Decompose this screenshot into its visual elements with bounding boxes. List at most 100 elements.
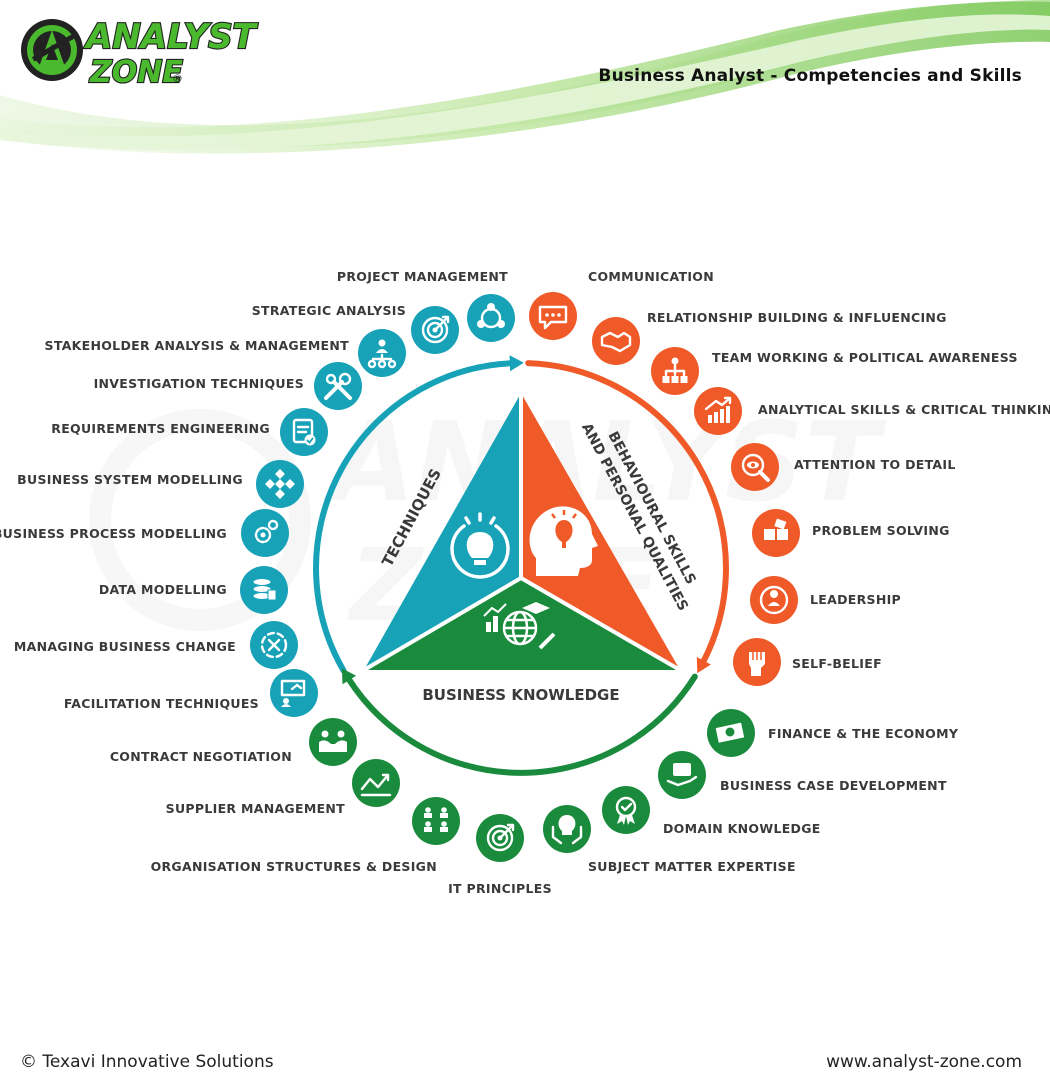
skill-label: SUPPLIER MANAGEMENT [166, 801, 345, 816]
skill-node: ATTENTION TO DETAIL [731, 443, 956, 491]
skill-node: FACILITATION TECHNIQUES [64, 669, 318, 717]
leader-circle [750, 576, 798, 624]
copyright-text: © Texavi Innovative Solutions [20, 1052, 274, 1072]
skill-node: REQUIREMENTS ENGINEERING [51, 408, 328, 456]
skill-node: CONTRACT NEGOTIATION [110, 718, 357, 766]
skill-label: MANAGING BUSINESS CHANGE [14, 639, 236, 654]
skill-node: PROJECT MANAGEMENT [337, 269, 515, 342]
skill-label: RELATIONSHIP BUILDING & INFLUENCING [647, 310, 947, 325]
briefcase-hand-icon [666, 763, 698, 787]
skill-label: CONTRACT NEGOTIATION [110, 749, 292, 764]
handshake-icon [600, 331, 632, 353]
skill-node: BUSINESS PROCESS MODELLING [0, 509, 289, 557]
database-icon [252, 578, 277, 601]
skill-node: FINANCE & THE ECONOMY [707, 709, 959, 757]
svg-text:ZONE: ZONE [89, 55, 183, 90]
svg-text:ANALYST: ANALYST [83, 17, 259, 57]
org-chart-icon [662, 357, 688, 383]
checklist-icon [292, 418, 316, 446]
skill-label: FINANCE & THE ECONOMY [768, 726, 959, 741]
business-knowledge-arc [344, 673, 698, 776]
money-icon [715, 722, 745, 743]
skill-label: PROBLEM SOLVING [812, 523, 950, 538]
skill-node: ORGANISATION STRUCTURES & DESIGN [151, 797, 460, 874]
growth-chart-icon [704, 396, 732, 423]
header-swoosh [0, 0, 1050, 154]
skill-node: DATA MODELLING [99, 566, 288, 614]
lightbulb-hands-icon [551, 815, 583, 845]
skill-node: ANALYTICAL SKILLS & CRITICAL THINKING [694, 387, 1050, 435]
team-structure-icon [424, 807, 448, 832]
supply-chain-icon [360, 773, 392, 797]
business-knowledge-arrow [341, 668, 357, 685]
skill-node: MANAGING BUSINESS CHANGE [14, 621, 298, 669]
triangle-divider [362, 576, 523, 672]
team-structure-circle [412, 797, 460, 845]
target-icon [421, 315, 450, 344]
project-cycle-circle [467, 294, 515, 342]
stakeholder-icon [367, 339, 397, 369]
skill-node: IT PRINCIPLES [448, 814, 552, 896]
outer-ring [313, 355, 729, 776]
head-idea-icon [529, 506, 598, 576]
skill-node: RELATIONSHIP BUILDING & INFLUENCING [592, 310, 947, 365]
business-knowledge-label: BUSINESS KNOWLEDGE [422, 686, 619, 704]
magnifier-eye-icon [741, 453, 770, 482]
skill-label: DATA MODELLING [99, 582, 227, 597]
website-link[interactable]: www.analyst-zone.com [826, 1052, 1022, 1072]
behavioural-arc [525, 360, 729, 668]
triangle-divider [519, 576, 682, 672]
skill-label: BUSINESS CASE DEVELOPMENT [720, 778, 947, 793]
gears-icon [254, 519, 279, 544]
analyst-zone-logo: ANALYST ZONE ® [21, 16, 260, 91]
puzzle-icon [764, 518, 788, 540]
presentation-icon [280, 679, 306, 707]
speech-bubble-icon [538, 305, 568, 330]
skill-label: COMMUNICATION [588, 269, 714, 284]
award-badge-icon [615, 796, 637, 825]
skill-node: TEAM WORKING & POLITICAL AWARENESS [651, 347, 1018, 395]
skill-label: STAKEHOLDER ANALYSIS & MANAGEMENT [45, 338, 350, 353]
skill-label: IT PRINCIPLES [448, 881, 552, 896]
skill-label: ATTENTION TO DETAIL [794, 457, 956, 472]
skill-label: FACILITATION TECHNIQUES [64, 696, 259, 711]
skill-node: SUPPLIER MANAGEMENT [166, 759, 400, 816]
skill-label: PROJECT MANAGEMENT [337, 269, 508, 284]
presentation-circle [270, 669, 318, 717]
skill-nodes: COMMUNICATION RELATIONSHIP BUILDING & INF… [0, 269, 1050, 896]
skill-label: ORGANISATION STRUCTURES & DESIGN [151, 859, 437, 874]
supply-chain-circle [352, 759, 400, 807]
skill-label: INVESTIGATION TECHNIQUES [94, 376, 304, 391]
skill-node: STAKEHOLDER ANALYSIS & MANAGEMENT [45, 329, 406, 377]
page-title: Business Analyst - Competencies and Skil… [598, 66, 1022, 86]
behavioural-arrow [696, 657, 711, 674]
skill-label: LEADERSHIP [810, 592, 901, 607]
skill-node: BUSINESS SYSTEM MODELLING [17, 460, 304, 508]
lightbulb-circle-icon [450, 512, 510, 579]
skill-label: BUSINESS PROCESS MODELLING [0, 526, 227, 541]
negotiation-icon [319, 730, 347, 752]
skill-label: SELF-BELIEF [792, 656, 882, 671]
puzzle-circle [752, 509, 800, 557]
fist-icon [749, 652, 765, 676]
skill-label: TEAM WORKING & POLITICAL AWARENESS [712, 350, 1018, 365]
skill-label: SUBJECT MATTER EXPERTISE [588, 859, 796, 874]
negotiation-circle [309, 718, 357, 766]
skill-label: BUSINESS SYSTEM MODELLING [17, 472, 243, 487]
business-knowledge-segment [364, 578, 680, 670]
growth-chart-circle [694, 387, 742, 435]
skill-node: LEADERSHIP [750, 576, 901, 624]
skill-node: DOMAIN KNOWLEDGE [602, 786, 820, 836]
skill-label: STRATEGIC ANALYSIS [252, 303, 406, 318]
leader-icon [759, 585, 789, 615]
skill-node: INVESTIGATION TECHNIQUES [94, 362, 362, 410]
svg-text:®: ® [172, 72, 183, 85]
skill-label: REQUIREMENTS ENGINEERING [51, 421, 270, 436]
project-cycle-icon [477, 303, 505, 329]
skill-node: SELF-BELIEF [733, 638, 882, 686]
change-cycle-icon [260, 631, 288, 659]
handshake-circle [592, 317, 640, 365]
skill-node: SUBJECT MATTER EXPERTISE [543, 805, 796, 874]
